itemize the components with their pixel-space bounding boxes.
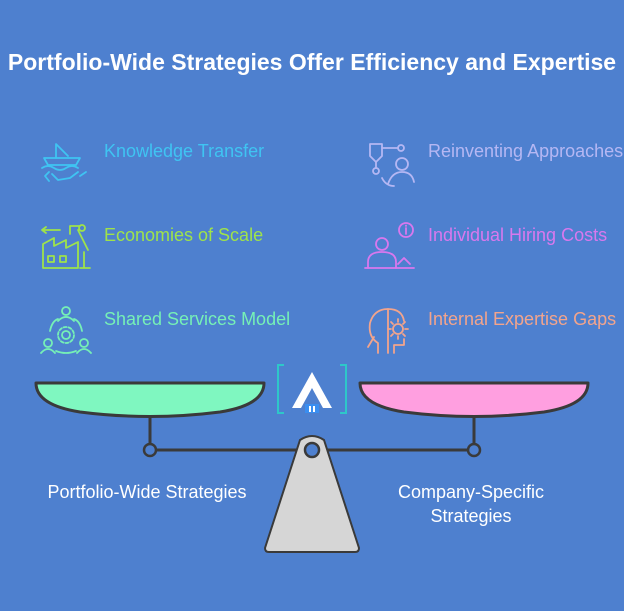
boat-handshake-icon xyxy=(40,138,92,193)
item-reinventing-approaches: Reinventing Approaches xyxy=(428,141,624,161)
people-gear-icon xyxy=(40,305,92,362)
right-pan-label: Company-Specific Strategies xyxy=(397,482,545,526)
scale-stand xyxy=(263,435,361,553)
left-pan-label: Portfolio-Wide Strategies xyxy=(47,482,247,502)
flowchart-person-icon xyxy=(364,138,416,195)
item-individual-hiring-costs: Individual Hiring Costs xyxy=(428,225,608,245)
item-economies-of-scale: Economies of Scale xyxy=(104,225,264,245)
right-pan xyxy=(358,381,590,418)
logo-icon xyxy=(277,364,347,414)
left-pan xyxy=(34,381,266,418)
head-gear-icon xyxy=(364,305,416,362)
item-shared-services-model: Shared Services Model xyxy=(104,309,291,329)
item-knowledge-transfer: Knowledge Transfer xyxy=(104,141,265,161)
diagram-title: Portfolio-Wide Strategies Offer Efficien… xyxy=(7,49,617,75)
right-pivot xyxy=(466,442,482,458)
item-internal-expertise-gaps: Internal Expertise Gaps xyxy=(428,309,617,329)
left-pivot xyxy=(142,442,158,458)
center-pivot xyxy=(303,441,321,459)
factory-icon xyxy=(40,222,92,277)
person-info-icon xyxy=(364,222,416,277)
